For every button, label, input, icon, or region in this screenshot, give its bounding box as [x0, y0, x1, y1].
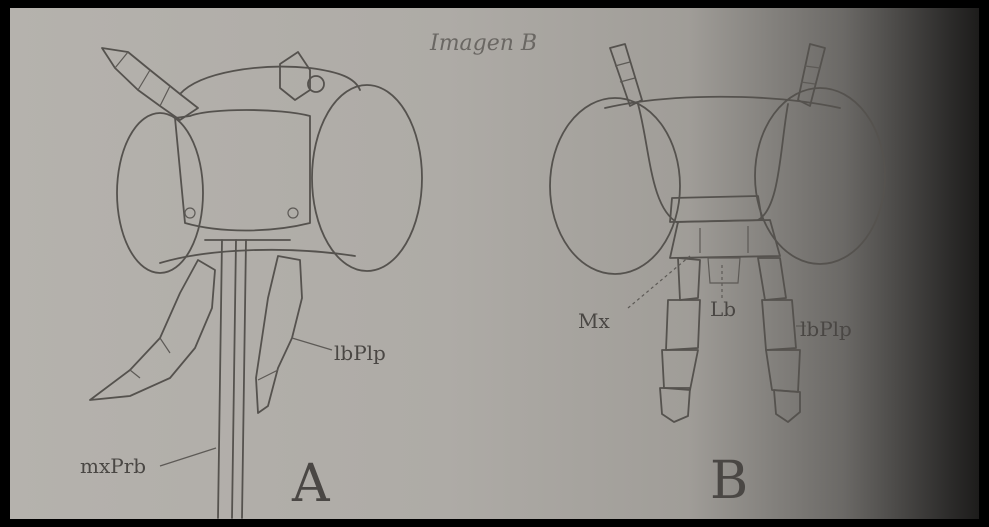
photographed-page: Imagen B [10, 8, 979, 519]
figure-a-label-lbplp: lbPlp [334, 341, 386, 365]
figure-b-label-lbplp: lbPlp [800, 317, 852, 341]
figure-a-eye-left [117, 113, 203, 273]
figure-a-label-mxprb: mxPrb [80, 454, 146, 478]
figure-a-lbplp-leader [292, 338, 332, 350]
figure-a-mxprb-leader [160, 448, 216, 466]
figure-b-panel-letter: B [710, 451, 748, 511]
figure-a-antenna-left [102, 48, 198, 120]
figure-b-palp-right-seg2 [762, 300, 796, 350]
figure-b-eye-left [550, 98, 680, 274]
figure-b-palp-right-tip [774, 390, 800, 422]
figure-a-head-drawing [90, 48, 422, 518]
figure-b-palp-left-seg2 [666, 300, 700, 350]
figure-b-head-drawing [550, 44, 885, 422]
figure-b-antenna-left [610, 44, 642, 106]
figure-b-palp-right-seg1 [758, 258, 786, 300]
figure-b-labium [708, 258, 740, 283]
figure-b-palp-left-seg3 [662, 350, 698, 390]
figure-b-clypeus [670, 196, 762, 222]
figure-b-palp-left-seg1 [678, 258, 700, 300]
figure-b-label-mx: Mx [578, 309, 610, 333]
figure-b-label-lb: Lb [710, 297, 736, 321]
figure-b-antenna-right [798, 44, 825, 106]
figure-b-head-vertex [605, 97, 840, 108]
figure-b-palp-left-tip [660, 388, 690, 422]
handwritten-note: Imagen B [429, 31, 537, 56]
figure-a-eye-right [312, 85, 422, 271]
figure-a-panel-letter: A [291, 454, 331, 514]
figure-a-antenna-right [280, 52, 310, 100]
figure-a-labial-palp [256, 256, 302, 413]
figure-b-palp-right-seg3 [766, 350, 800, 392]
insect-mouthparts-illustration: Imagen B [10, 8, 979, 519]
figure-b-mouthpart-base [670, 220, 780, 258]
figure-a-head-vertex [180, 67, 360, 94]
figure-a-galea-left [90, 260, 215, 400]
figure-a-maxillary-proboscis [218, 240, 246, 518]
